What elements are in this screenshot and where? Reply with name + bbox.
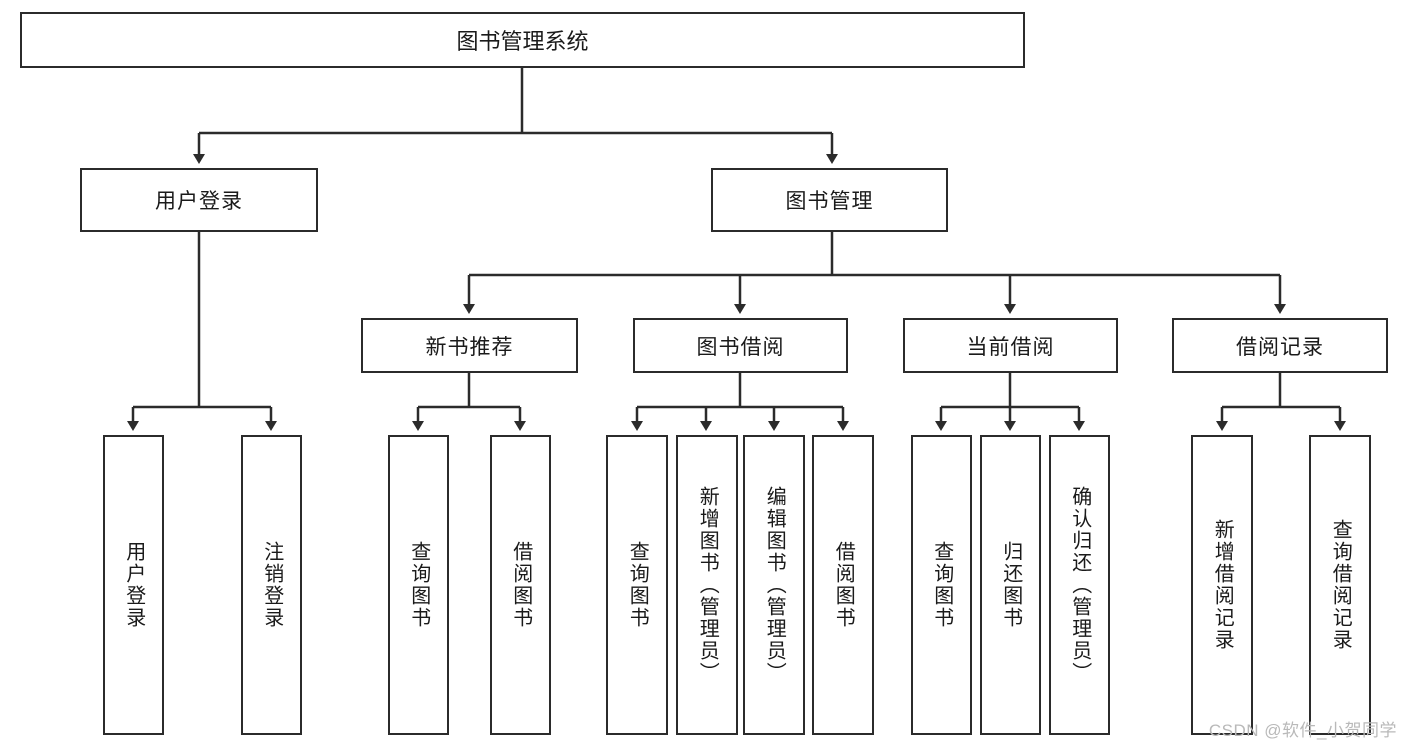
- leaf-borrow-edit-book-admin[interactable]: 编辑图书（管理员）: [743, 435, 805, 735]
- leaf-record-query-record[interactable]: 查询借阅记录: [1309, 435, 1371, 735]
- node-label: 图书管理系统: [456, 29, 589, 54]
- node-label: 图书管理: [785, 190, 874, 213]
- leaf-current-return-book[interactable]: 归还图书: [980, 435, 1041, 735]
- node-root-system[interactable]: 图书管理系统: [20, 12, 1025, 68]
- leaf-label: 借阅图书: [509, 541, 532, 629]
- node-borrow-record[interactable]: 借阅记录: [1172, 318, 1388, 373]
- node-current-borrow[interactable]: 当前借阅: [903, 318, 1118, 373]
- leaf-label: 新增图书（管理员）: [696, 486, 719, 684]
- leaf-label: 用户登录: [122, 541, 145, 629]
- leaf-current-query-book[interactable]: 查询图书: [911, 435, 972, 735]
- leaf-record-add-record[interactable]: 新增借阅记录: [1191, 435, 1253, 735]
- node-book-management[interactable]: 图书管理: [711, 168, 948, 232]
- node-label: 当前借阅: [966, 335, 1055, 359]
- leaf-current-confirm-return-admin[interactable]: 确认归还（管理员）: [1049, 435, 1110, 735]
- leaf-label: 查询图书: [626, 541, 649, 629]
- node-book-borrow[interactable]: 图书借阅: [633, 318, 848, 373]
- watermark: CSDN @软件_小贺同学: [1208, 721, 1397, 740]
- node-user-login[interactable]: 用户登录: [80, 168, 318, 232]
- leaf-borrow-borrow-book[interactable]: 借阅图书: [812, 435, 874, 735]
- leaf-label: 查询图书: [930, 541, 953, 629]
- leaf-recommend-borrow-book[interactable]: 借阅图书: [490, 435, 551, 735]
- node-label: 用户登录: [155, 190, 243, 213]
- leaf-user-login-logout[interactable]: 注销登录: [241, 435, 302, 735]
- node-label: 图书借阅: [696, 335, 785, 359]
- leaf-label: 新增借阅记录: [1211, 519, 1234, 651]
- leaf-label: 编辑图书（管理员）: [763, 486, 786, 684]
- leaf-borrow-add-book-admin[interactable]: 新增图书（管理员）: [676, 435, 738, 735]
- leaf-label: 借阅图书: [832, 541, 855, 629]
- leaf-label: 查询借阅记录: [1329, 519, 1352, 651]
- leaf-label: 确认归还（管理员）: [1068, 486, 1091, 684]
- leaf-label: 归还图书: [999, 541, 1022, 629]
- leaf-recommend-query-book[interactable]: 查询图书: [388, 435, 449, 735]
- node-label: 借阅记录: [1236, 335, 1324, 359]
- node-label: 新书推荐: [425, 335, 514, 359]
- node-new-book-recommend[interactable]: 新书推荐: [361, 318, 578, 373]
- leaf-label: 查询图书: [407, 541, 430, 629]
- leaf-label: 注销登录: [260, 541, 283, 629]
- leaf-user-login-login[interactable]: 用户登录: [103, 435, 164, 735]
- leaf-borrow-query-book[interactable]: 查询图书: [606, 435, 668, 735]
